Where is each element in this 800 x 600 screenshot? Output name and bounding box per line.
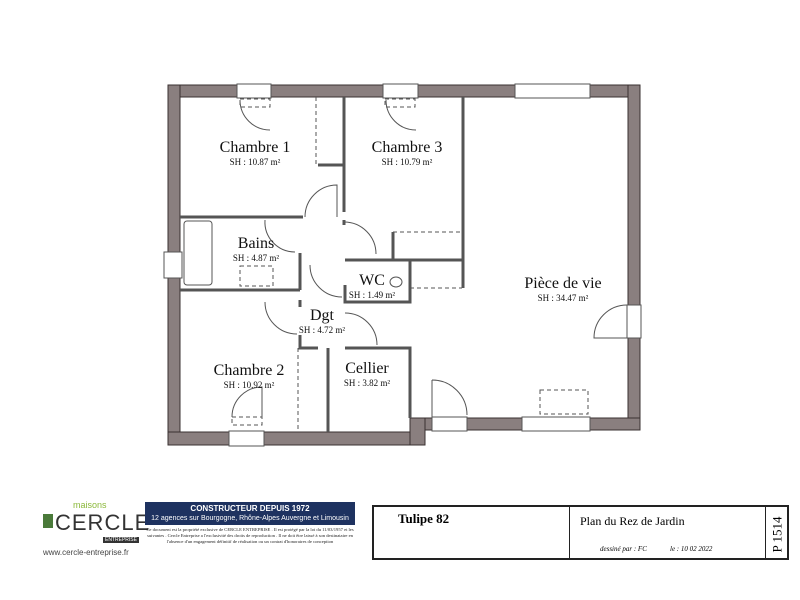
plan-date: le : 10 02 2022: [670, 545, 713, 553]
floor-plan: Chambre 1 SH : 10.87 m² Chambre 3 SH : 1…: [163, 83, 642, 447]
project-name: Tulipe 82: [398, 511, 450, 526]
room-name: Cellier: [345, 360, 389, 377]
website-url: www.cercle-entreprise.fr: [43, 548, 129, 557]
cercle-logo: maisons CERCLE ENTREPRISE www.cercle-ent…: [25, 500, 149, 562]
legal-notice: Ce document est la propriété exclusive d…: [146, 527, 354, 544]
dashed-details: [231, 97, 462, 432]
logo-entreprise: ENTREPRISE: [103, 537, 139, 543]
room-area: SH : 10.92 m²: [224, 380, 275, 390]
room-name: Pièce de vie: [524, 275, 601, 292]
plan-name: Plan du Rez de Jardin: [580, 514, 685, 528]
windows: [163, 83, 642, 447]
window-piece-de-vie: [514, 83, 591, 99]
plan-reference: P 1514: [769, 516, 785, 553]
room-area: SH : 1.49 m²: [349, 290, 396, 300]
bathtub-icon: [183, 220, 213, 286]
door-terrace: [626, 304, 642, 339]
company-logo-banner: maisons CERCLE ENTREPRISE www.cercle-ent…: [25, 500, 355, 562]
room-area: SH : 34.47 m²: [538, 293, 589, 303]
room-name: Dgt: [310, 307, 335, 324]
brand-band: CONSTRUCTEUR DEPUIS 1972 12 agences sur …: [145, 502, 355, 525]
window-chambre-1: [236, 83, 272, 99]
room-name: Bains: [238, 235, 274, 252]
room-area: SH : 3.82 m²: [344, 378, 391, 388]
room-name: Chambre 2: [214, 362, 285, 379]
room-labels: Chambre 1 SH : 10.87 m² Chambre 3 SH : 1…: [214, 139, 602, 390]
title-block: Tulipe 82 Plan du Rez de Jardin dessiné …: [372, 505, 789, 560]
room-area: SH : 4.87 m²: [233, 253, 280, 263]
tagline: CONSTRUCTEUR DEPUIS 1972: [190, 504, 310, 513]
room-name: Chambre 1: [220, 139, 291, 156]
toilet-icon: [389, 276, 403, 288]
window-chambre-3: [382, 83, 419, 99]
entry-door: [431, 416, 468, 432]
window-chambre-2: [228, 430, 265, 447]
window-bains: [163, 251, 183, 279]
interior-walls: [180, 97, 465, 432]
logo-maisons: maisons: [73, 500, 107, 510]
sink-icon: [539, 389, 589, 415]
room-name: WC: [359, 272, 385, 289]
house-icon: [43, 514, 53, 528]
logo-brand: CERCLE: [55, 510, 151, 535]
room-area: SH : 4.72 m²: [299, 325, 346, 335]
door-swings: [183, 99, 628, 418]
room-area: SH : 10.79 m²: [382, 157, 433, 167]
room-area: SH : 10.87 m²: [230, 157, 281, 167]
room-name: Chambre 3: [372, 139, 443, 156]
window-kitchen: [521, 416, 591, 432]
agencies: 12 agences sur Bourgogne, Rhône-Alpes Au…: [151, 515, 349, 522]
drawn-by: dessiné par : FC: [600, 545, 647, 553]
